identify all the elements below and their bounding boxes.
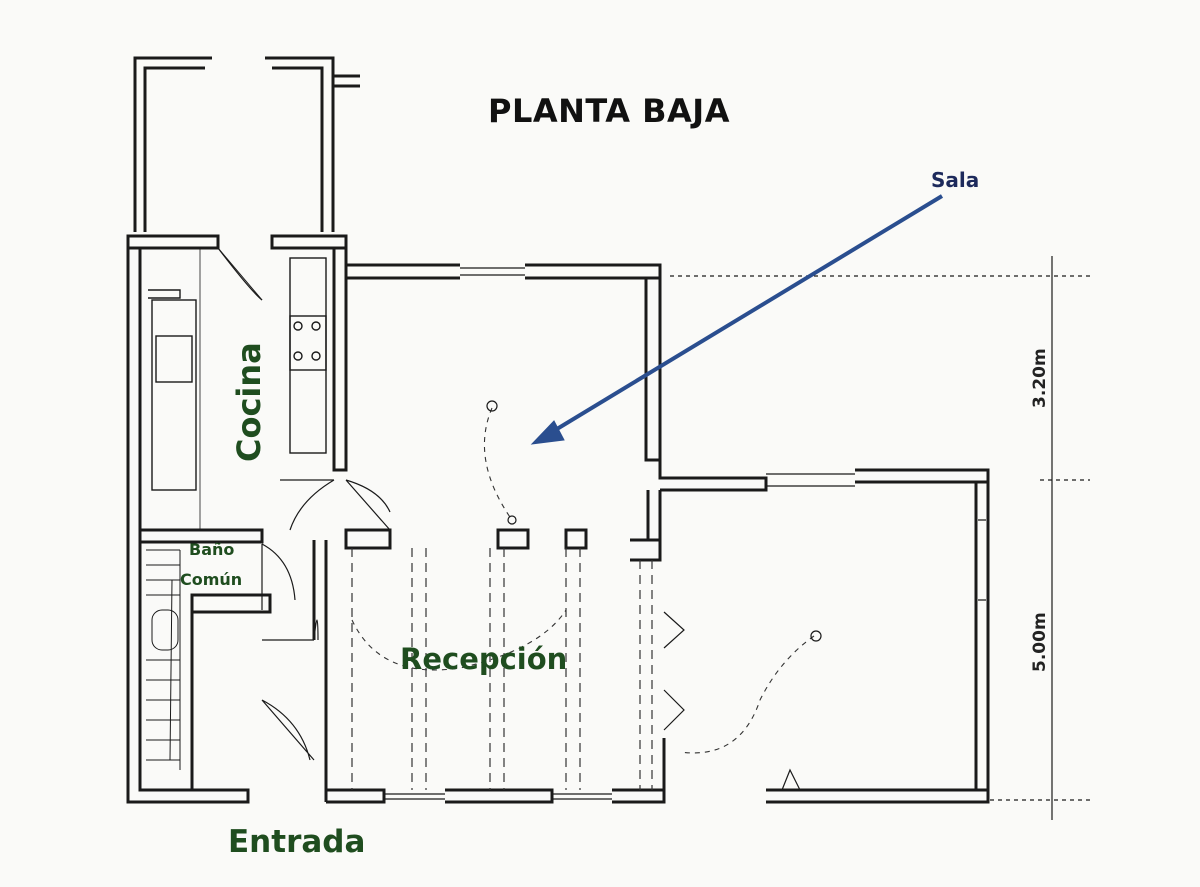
room-label-cocina: Cocina [230,342,268,462]
stairs [146,549,181,770]
outer-walls [126,56,990,804]
sala-annotation-label: Sala [931,168,980,192]
dimension-upper: 3.20m [1030,348,1050,408]
page-title: PLANTA BAJA [488,92,730,130]
room-label-entrada: Entrada [228,824,366,860]
dimension-lower: 5.00m [1030,612,1050,672]
dimension-lines [670,256,1090,820]
kitchen-fixtures [148,248,327,530]
room-label-comun: Común [180,570,243,589]
electrical-wiring [351,407,815,754]
room-label-bano: Baño [189,540,235,559]
room-label-recepcion: Recepción [400,642,568,676]
light-fixtures [486,400,822,642]
sala-arrow [530,194,944,445]
windows [384,267,986,800]
beam-lines [351,548,653,790]
door-swings [217,247,801,791]
